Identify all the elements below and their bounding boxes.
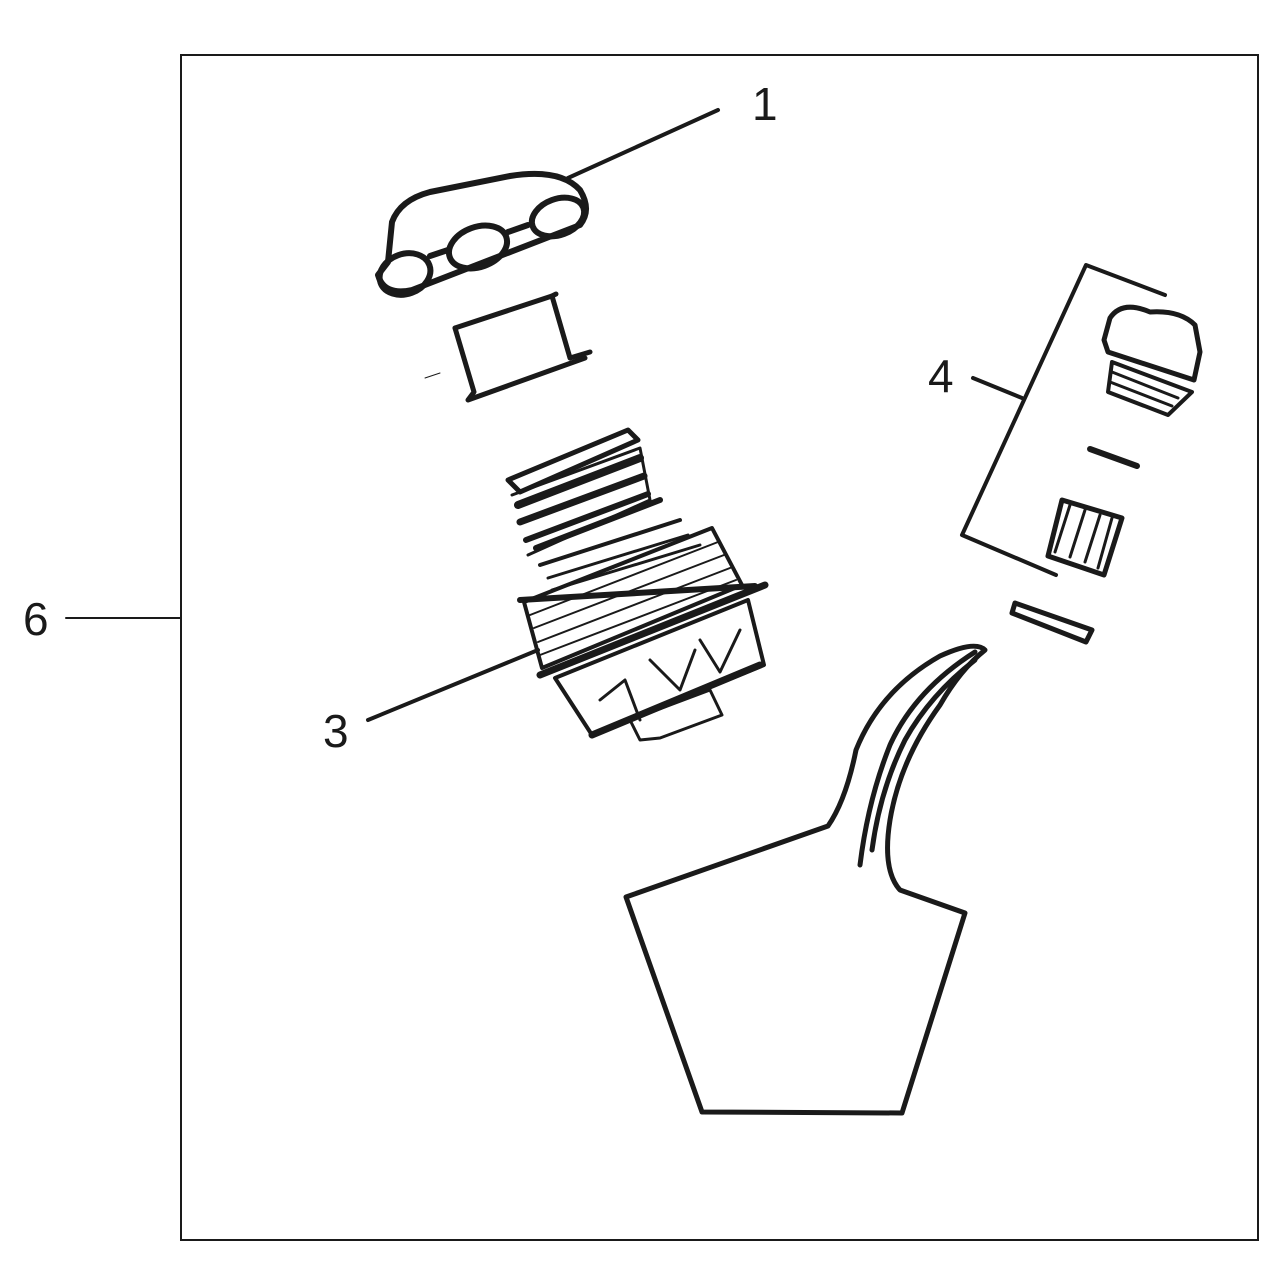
lever-handle-part	[623, 643, 988, 1116]
repair-kit-bracket	[960, 263, 1167, 577]
callout-3: 3	[323, 705, 349, 757]
adapter-sleeve-part	[424, 291, 593, 403]
repair-kit-parts	[1009, 304, 1203, 645]
cartridge-part	[505, 427, 769, 742]
callout-4: 4	[928, 350, 954, 402]
assembly-frame	[180, 54, 1259, 1241]
leader-line-1	[566, 108, 720, 180]
callout-6: 6	[23, 593, 49, 645]
leader-line-4	[971, 376, 1024, 400]
callout-1: 1	[752, 78, 778, 130]
cap-part	[375, 170, 589, 298]
leader-line-3	[366, 648, 540, 722]
